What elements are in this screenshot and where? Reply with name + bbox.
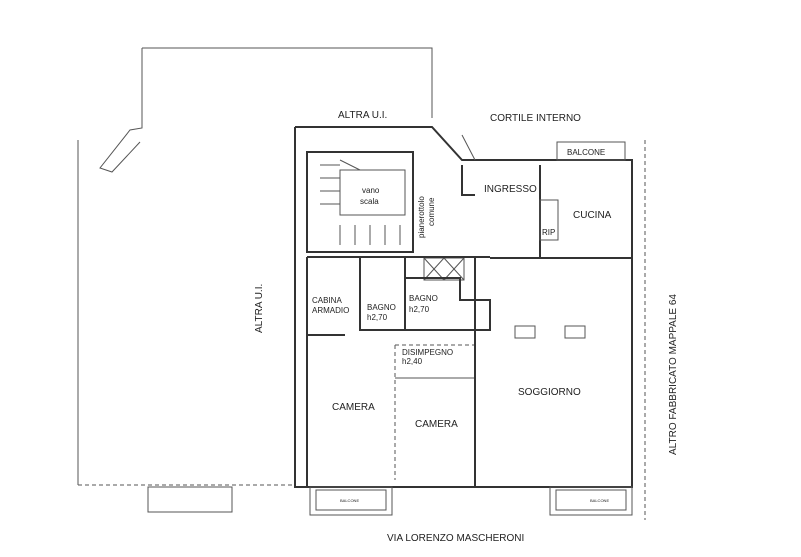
- lift: [423, 257, 465, 281]
- label-street: VIA LORENZO MASCHERONI: [387, 533, 524, 544]
- label-cortile: CORTILE INTERNO: [490, 113, 581, 124]
- stair-well: [339, 169, 406, 216]
- label-pianerottolo: pianerottolo: [417, 196, 426, 238]
- label-camera-1: CAMERA: [332, 402, 375, 413]
- label-rip: RIP: [542, 228, 555, 237]
- label-balcone-top: BALCONE: [567, 148, 605, 157]
- label-camera-2: CAMERA: [415, 419, 458, 430]
- label-balcone-bottom-right: BALCONE: [590, 498, 609, 503]
- label-bagno-2-height: h2,70: [409, 305, 430, 314]
- label-altra-ui-top: ALTRA U.I.: [338, 110, 387, 121]
- label-altro-fabbricato: ALTRO FABBRICATO MAPPALE 64: [668, 294, 679, 455]
- label-balcone-bottom-left: BALCONE: [340, 498, 359, 503]
- neighbour-unit-outline: [77, 47, 433, 513]
- label-altra-ui-left: ALTRA U.I.: [254, 284, 265, 333]
- label-cabina: CABINA: [312, 296, 342, 305]
- label-cucina: CUCINA: [573, 210, 612, 221]
- label-armadio: ARMADIO: [312, 306, 349, 315]
- label-bagno-2: BAGNO: [409, 294, 438, 303]
- label-scala: scala: [360, 197, 379, 206]
- label-ingresso: INGRESSO: [484, 184, 537, 195]
- label-bagno-1: BAGNO: [367, 303, 396, 312]
- label-bagno-1-height: h2,70: [367, 313, 388, 322]
- label-disimpegno: DISIMPEGNO: [402, 348, 453, 357]
- label-disimpegno-height: h2,40: [402, 357, 423, 366]
- label-vano: vano: [362, 186, 380, 195]
- label-comune: comune: [427, 197, 436, 226]
- apartment-walls: [294, 126, 633, 488]
- storage-rip: [539, 199, 559, 241]
- label-soggiorno: SOGGIORNO: [518, 387, 581, 398]
- balcony-bottom-right: [549, 486, 633, 516]
- balcony-top: [556, 141, 626, 161]
- balcony-bottom-left: [309, 486, 393, 516]
